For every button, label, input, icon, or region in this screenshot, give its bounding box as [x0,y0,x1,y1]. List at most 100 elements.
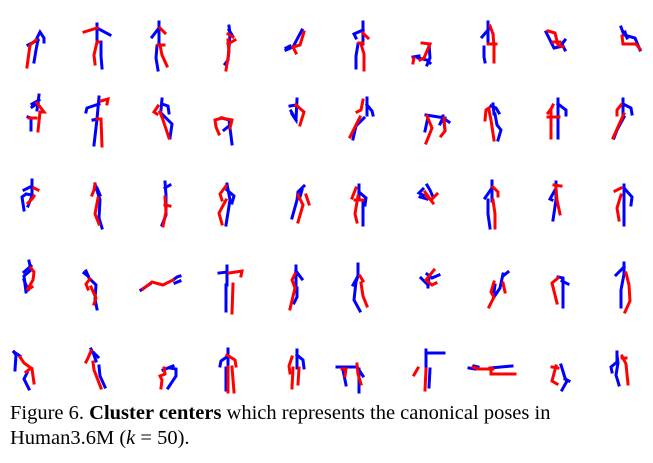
limb-right-blue [149,25,162,40]
limb-right-blue [29,97,42,107]
limb-right-blue [294,352,306,370]
limb-right-blue [556,275,565,309]
pose-22 [90,182,104,230]
limb-right-blue [221,123,232,133]
limb-left-red [163,203,172,208]
limb-right-blue [500,269,511,279]
limb-left-red [34,100,48,133]
limb-right-blue [99,40,104,70]
caption-math-k: k [126,427,136,449]
limb-left-red [554,186,562,216]
caption-bold-title: Cluster centers [89,402,222,424]
limb-left-red [17,354,34,375]
limb-right-blue [165,366,178,391]
limb-left-red [438,116,447,139]
pose-grid [11,20,643,394]
limb-left-red [491,32,496,64]
limb-left-red [217,197,229,226]
limb-right-blue [33,29,46,44]
limb-right-blue [621,185,634,207]
pose-46 [335,362,366,394]
limb-right-blue [173,279,182,285]
limb-left-red [219,116,234,130]
limb-left-red [620,34,643,52]
limb-left-red [158,43,169,68]
pose-15 [288,97,306,127]
limb-left-red [550,365,560,370]
limb-left-red [230,282,235,315]
limb-left-red [550,275,561,305]
pose-9 [543,29,568,53]
limb-right-blue [559,278,571,287]
limb-left-red [491,198,497,230]
limb-left-red [99,96,110,106]
limb-right-blue [559,37,568,47]
pose-26 [350,183,368,227]
limb-left-red [422,189,436,206]
limb-left-red [490,184,500,198]
limb-right-blue [623,30,629,40]
limb-left-red [489,366,517,376]
pose-31 [21,259,36,294]
limb-left-red [487,108,496,142]
limb-right-blue [491,272,505,300]
limb-left-red [619,353,630,386]
limb-left-red [615,193,623,222]
pose-21 [20,178,41,212]
limb-right-blue [613,264,627,278]
limb-left-red [287,355,294,375]
pose-34 [217,264,244,315]
limb-right-blue [32,38,40,64]
limb-left-red [353,194,360,224]
limb-right-blue [162,182,173,191]
limb-left-red [615,102,624,117]
limb-right-blue [482,45,487,64]
limb-right-blue [218,353,231,368]
pose-12 [84,95,110,148]
limb-right-blue [486,198,492,230]
limb-left-red [157,366,167,390]
limb-left-red [340,367,348,378]
limb-right-blue [352,262,363,314]
pose-2 [82,22,113,70]
limb-right-blue [95,186,102,197]
limb-right-blue [20,178,34,212]
limb-left-red [290,44,299,56]
pose-7 [411,41,433,67]
pose-48 [467,364,517,376]
pose-47 [411,348,446,392]
limb-right-blue [427,367,432,389]
pose-41 [11,349,36,392]
pose-23 [160,180,173,228]
limb-left-red [213,116,224,136]
pose-43 [157,364,178,391]
limb-left-red [30,367,36,385]
limb-left-red [161,195,168,228]
caption-text-line1: which represents the canonical poses in [221,402,551,424]
pose-50 [609,350,630,387]
limb-right-blue [160,102,171,115]
limb-left-red [295,192,305,224]
pose-5 [283,27,306,56]
limb-left-red [354,98,365,115]
limb-right-blue [91,350,101,360]
pose-25 [290,183,311,224]
limb-left-red [151,103,161,117]
pose-1 [25,29,46,69]
limb-left-red [230,365,236,394]
pose-18 [483,102,503,142]
limb-left-red [417,41,433,63]
limb-left-red [218,183,229,202]
pose-13 [151,97,174,140]
limb-left-red [411,56,416,65]
limb-right-blue [356,189,368,207]
limb-left-red [355,362,363,386]
limb-right-blue [298,188,304,199]
limb-left-red [95,117,104,148]
pose-17 [423,113,452,145]
pose-36 [350,262,369,314]
limb-left-red [552,183,563,188]
limb-right-blue [418,195,429,201]
limb-left-red [225,31,236,40]
limb-left-red [227,269,244,278]
